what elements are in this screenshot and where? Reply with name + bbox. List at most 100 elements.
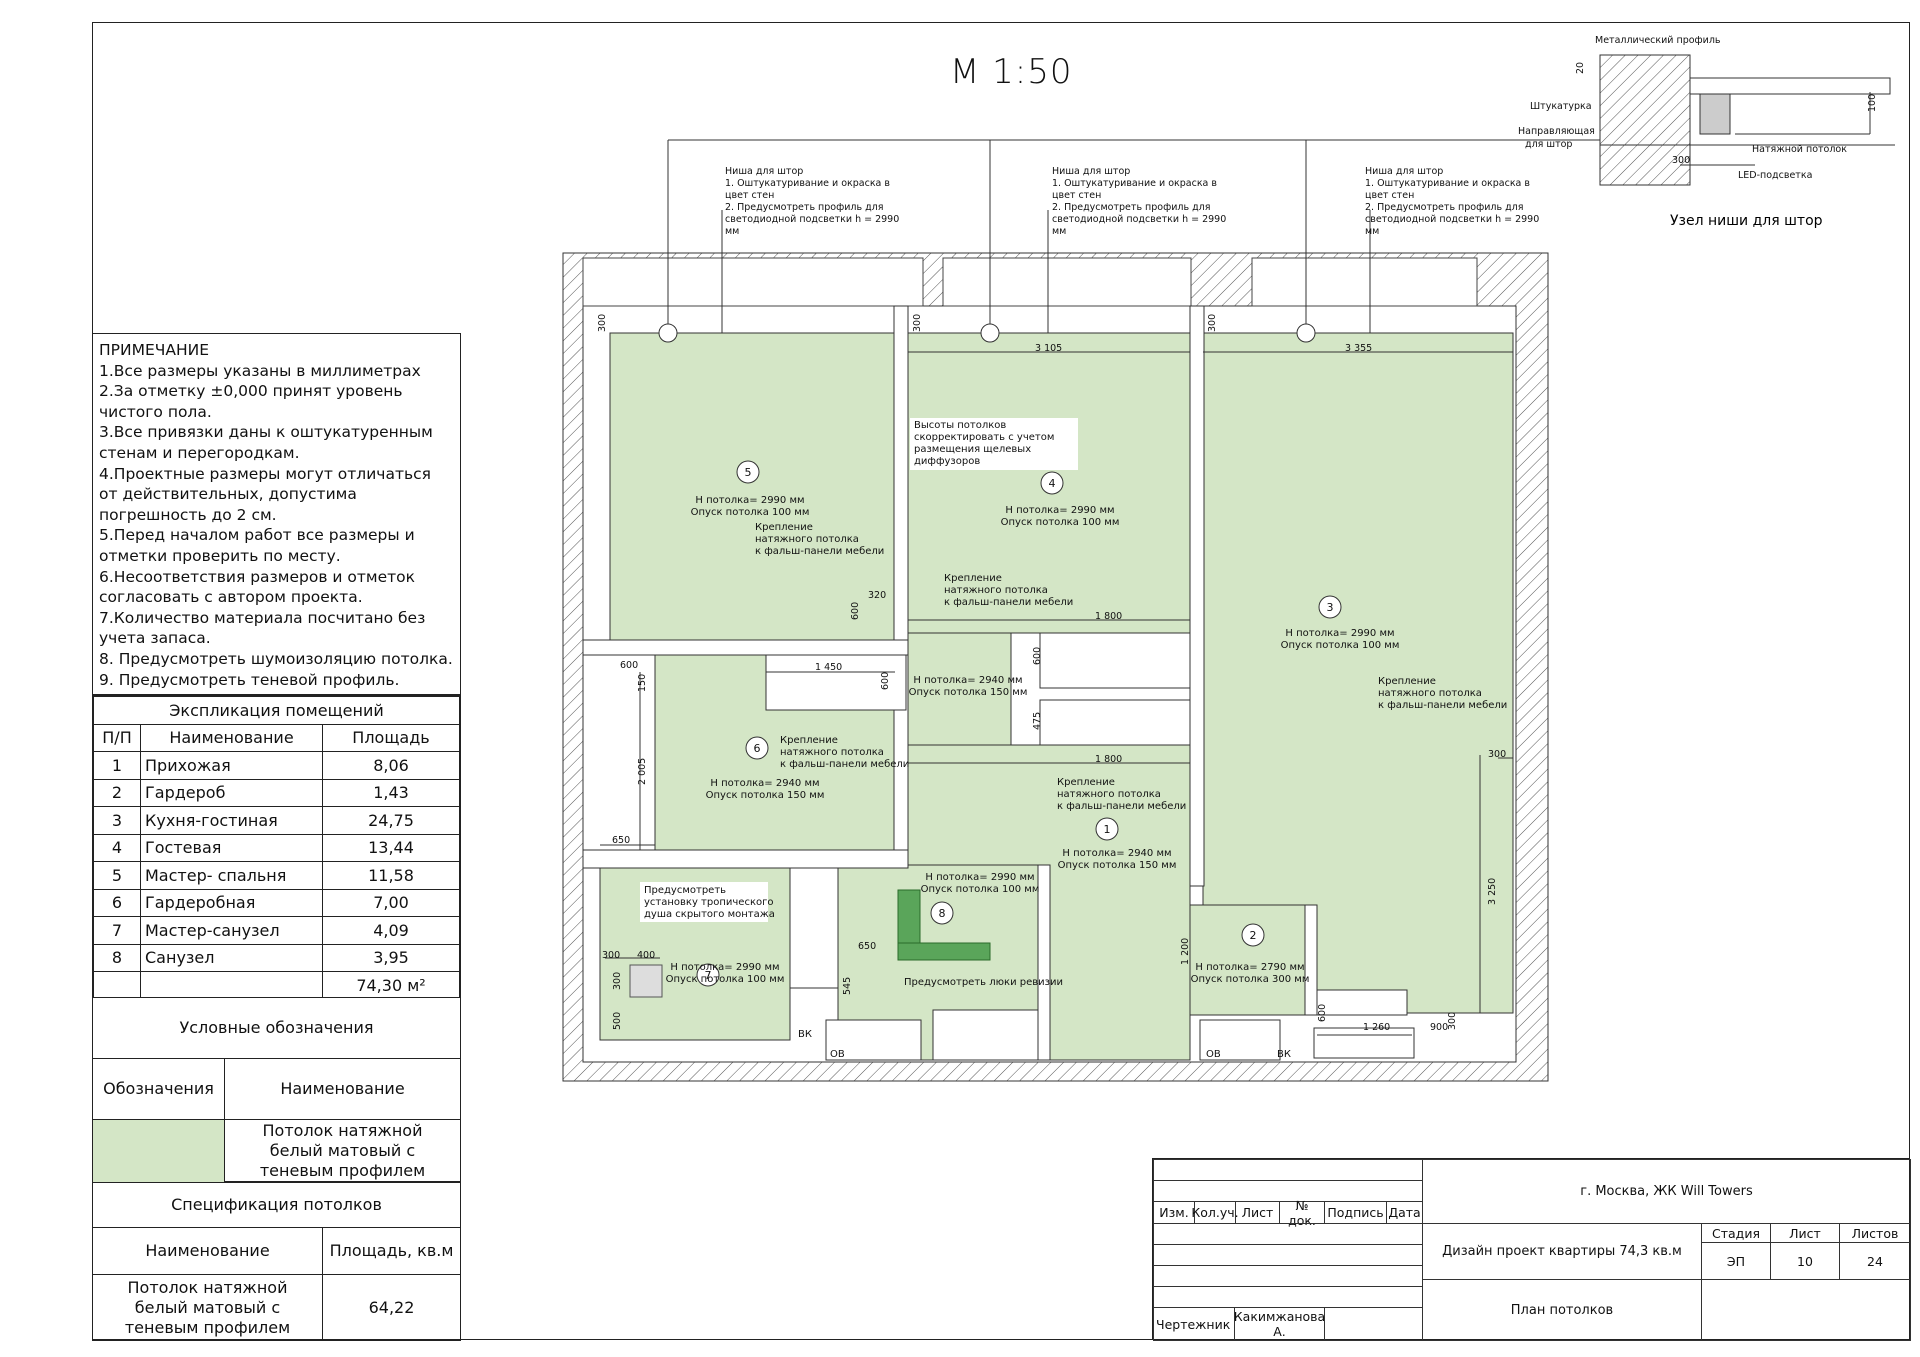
svg-text:475: 475 <box>1032 712 1043 730</box>
svg-text:Опуск потолка 150 мм: Опуск потолка 150 мм <box>909 687 1028 698</box>
room-marker-numbers: 5 4 3 6 1 2 7 8 <box>705 466 1334 982</box>
svg-text:300: 300 <box>612 972 623 990</box>
svg-text:Н потолка= 2990 мм: Н потолка= 2990 мм <box>1005 505 1114 516</box>
room-marker-3 <box>1318 595 1342 619</box>
room-marker-8 <box>930 901 954 925</box>
notes-title: ПРИМЕЧАНИЕ <box>99 341 210 359</box>
svg-text:3 250: 3 250 <box>1487 878 1498 905</box>
svg-text:150: 150 <box>637 674 648 692</box>
total-area: 74,30 м² <box>322 971 460 1000</box>
svg-text:300: 300 <box>602 950 620 961</box>
svg-text:установку тропического: установку тропического <box>644 897 773 908</box>
location: г. Москва, ЖК Will Towers <box>1422 1159 1911 1224</box>
scale-label: М 1:50 <box>950 52 1073 92</box>
svg-text:3 355: 3 355 <box>1345 343 1372 354</box>
svg-text:размещения щелевых: размещения щелевых <box>914 444 1031 455</box>
sheet-label: Лист <box>1770 1223 1840 1243</box>
tb-header: Лист <box>1235 1201 1280 1224</box>
svg-text:Н потолка= 2990 мм: Н потолка= 2990 мм <box>670 962 779 973</box>
svg-text:300: 300 <box>1207 314 1218 332</box>
node-title: Узел ниши для штор <box>1670 213 1823 229</box>
svg-text:Опуск потолка 100 мм: Опуск потолка 100 мм <box>921 884 1040 895</box>
hatches-note: Предусмотреть люки ревизии <box>904 977 1063 988</box>
svg-text:20: 20 <box>1575 62 1586 74</box>
shower-tray <box>629 964 663 998</box>
svg-text:1. Оштукатуривание и окраска в: 1. Оштукатуривание и окраска в <box>1365 178 1530 189</box>
svg-text:мм: мм <box>1365 226 1379 237</box>
svg-text:к фальш-панели мебели: к фальш-панели мебели <box>780 759 909 770</box>
svg-text:натяжного потолка: натяжного потолка <box>944 585 1048 596</box>
svg-text:к фальш-панели мебели: к фальш-панели мебели <box>944 597 1073 608</box>
sheet-value: 10 <box>1770 1242 1840 1280</box>
svg-text:цвет стен: цвет стен <box>725 190 774 201</box>
svg-text:натяжного потолка: натяжного потолка <box>1378 688 1482 699</box>
stage-value: ЭП <box>1701 1242 1771 1280</box>
svg-text:300: 300 <box>1447 1012 1458 1030</box>
zone-closet <box>907 632 1012 746</box>
note-item: 8. Предусмотреть шумоизоляцию потолка. <box>99 649 453 668</box>
room-markers <box>696 460 1342 987</box>
svg-text:Опуск потолка 100 мм: Опуск потолка 100 мм <box>1001 517 1120 528</box>
svg-text:Опуск потолка 100 мм: Опуск потолка 100 мм <box>666 974 785 985</box>
svg-text:Крепление: Крепление <box>780 735 838 746</box>
dimension-lines <box>600 351 1513 1036</box>
svg-text:Н потолка= 2990 мм: Н потолка= 2990 мм <box>1285 628 1394 639</box>
note-item: 7.Количество материала посчитано без уче… <box>99 608 426 648</box>
tb-header: № док. <box>1279 1198 1325 1228</box>
svg-text:Ниша для штор: Ниша для штор <box>725 166 803 177</box>
room-marker-4 <box>1040 471 1064 495</box>
col-header: Площадь <box>322 723 460 752</box>
room-marker-2 <box>1241 923 1265 947</box>
spec-item: Потолок натяжной белый матовый с теневым… <box>92 1274 323 1341</box>
svg-text:ВК: ВК <box>1277 1049 1291 1060</box>
svg-text:545: 545 <box>842 977 853 995</box>
tb-header: Дата <box>1386 1201 1423 1224</box>
svg-text:Предусмотреть: Предусмотреть <box>644 885 726 896</box>
drafter-label: Чертежник <box>1153 1307 1235 1341</box>
room-marker-5 <box>736 460 760 484</box>
spec-value: 64,22 <box>322 1274 461 1341</box>
room-marker-1 <box>1095 817 1119 841</box>
svg-text:Опуск потолка 100 мм: Опуск потолка 100 мм <box>691 507 810 518</box>
node-labels: Металлический профиль Штукатурка Направл… <box>1518 35 1878 181</box>
svg-text:1 800: 1 800 <box>1095 754 1122 765</box>
spec-panel: Спецификация потолков Наименование Площа… <box>92 1182 461 1341</box>
svg-text:диффузоров: диффузоров <box>914 456 980 467</box>
room-num-4: 4 <box>1049 477 1056 490</box>
total-row: 74,30 м² <box>93 971 460 1000</box>
explication-table: Экспликация помещений П/П Наименование П… <box>92 695 461 1001</box>
room-num-5: 5 <box>745 466 752 479</box>
svg-text:к фальш-панели мебели: к фальш-панели мебели <box>755 546 884 557</box>
svg-text:1. Оштукатуривание и окраска в: 1. Оштукатуривание и окраска в <box>1052 178 1217 189</box>
svg-text:2. Предусмотреть профиль для: 2. Предусмотреть профиль для <box>1052 202 1210 213</box>
zone-room-2 <box>1189 904 1306 1016</box>
svg-text:900: 900 <box>1430 1022 1448 1033</box>
room-num-1: 1 <box>1104 823 1111 836</box>
svg-text:к фальш-панели мебели: к фальш-панели мебели <box>1057 801 1186 812</box>
svg-text:600: 600 <box>850 602 861 620</box>
svg-text:2 005: 2 005 <box>637 758 648 785</box>
svg-text:300: 300 <box>912 314 923 332</box>
svg-text:Ниша для штор: Ниша для штор <box>1365 166 1443 177</box>
svg-text:2. Предусмотреть профиль для: 2. Предусмотреть профиль для <box>725 202 883 213</box>
partitions <box>582 305 1415 1061</box>
svg-text:натяжного потолка: натяжного потолка <box>1057 789 1161 800</box>
svg-text:Опуск потолка 150 мм: Опуск потолка 150 мм <box>706 790 825 801</box>
svg-text:светодиодной подсветки h = 299: светодиодной подсветки h = 2990 <box>725 214 899 225</box>
svg-text:2. Предусмотреть профиль для: 2. Предусмотреть профиль для <box>1365 202 1523 213</box>
svg-text:100: 100 <box>1867 94 1878 112</box>
project-name: Дизайн проект квартиры 74,3 кв.м <box>1422 1223 1702 1280</box>
legend-swatch <box>92 1119 225 1183</box>
svg-text:светодиодной подсветки h = 299: светодиодной подсветки h = 2990 <box>1365 214 1539 225</box>
ceiling-zones <box>599 332 1514 1061</box>
svg-text:натяжного потолка: натяжного потолка <box>780 747 884 758</box>
svg-text:400: 400 <box>637 950 655 961</box>
